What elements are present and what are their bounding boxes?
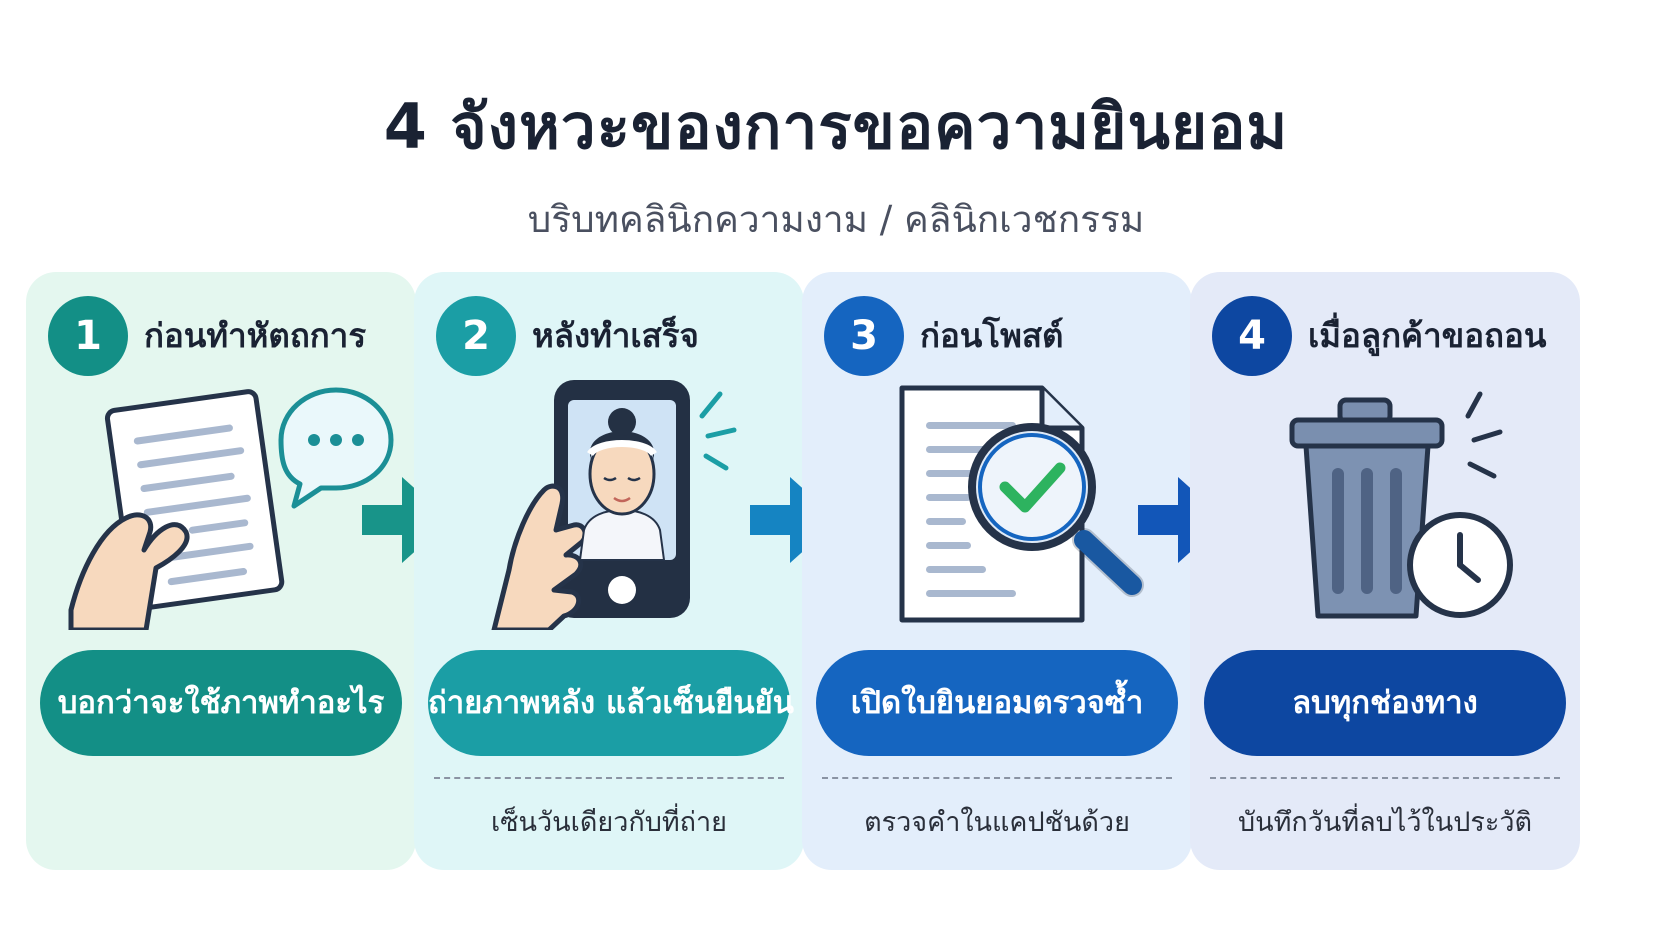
step-illustration-1 bbox=[68, 387, 394, 630]
step-number-1: 1 bbox=[48, 296, 128, 376]
step-header-2: 2 หลังทำเสร็จ bbox=[436, 296, 796, 376]
page-title: 4 จังหวะของการขอความยินยอม bbox=[383, 90, 1289, 163]
step-title-1: ก่อนทำหัตถการ bbox=[144, 316, 367, 355]
step-number-2: 2 bbox=[436, 296, 516, 376]
hand-holding-document-icon bbox=[68, 389, 285, 630]
face-photo-icon bbox=[578, 408, 666, 561]
step-title-4: เมื่อลูกค้าขอถอน bbox=[1308, 316, 1547, 355]
arrow-right-icon bbox=[362, 477, 450, 563]
step-header-3: 3 ก่อนโพสต์ bbox=[824, 296, 1184, 376]
step-card-4: 4 เมื่อลูกค้าขอถอน ลบทุกช่องทาง บันทึกวั… bbox=[1190, 272, 1580, 870]
step-number-3: 3 bbox=[824, 296, 904, 376]
step-note-3: ตรวจคำในแคปชันด้วย bbox=[864, 807, 1130, 838]
arrow-right-icon bbox=[750, 477, 838, 563]
step-number-4: 4 bbox=[1212, 296, 1292, 376]
trash-can-icon bbox=[1289, 397, 1445, 619]
speech-bubble-icon bbox=[278, 387, 394, 509]
sparkle-lines-icon bbox=[699, 391, 737, 471]
step-divider-4 bbox=[1210, 777, 1560, 779]
step-action-2: ถ่ายภาพหลัง แล้วเซ็นยืนยัน bbox=[428, 650, 794, 756]
step-note-4: บันทึกวันที่ลบไว้ในประวัติ bbox=[1237, 807, 1533, 838]
step-title-2: หลังทำเสร็จ bbox=[532, 316, 699, 355]
step-card-2: 2 หลังทำเสร็จ ถ่ายภาพหลัง แล้วเซ็นยืนยัน… bbox=[414, 272, 804, 870]
magnifier-check-icon bbox=[968, 423, 1144, 597]
step-action-1: บอกว่าจะใช้ภาพทำอะไร bbox=[40, 650, 402, 756]
step-note-2: เซ็นวันเดียวกับที่ถ่าย bbox=[491, 807, 727, 838]
step-action-4: ลบทุกช่องทาง bbox=[1204, 650, 1566, 756]
step-header-1: 1 ก่อนทำหัตถการ bbox=[48, 296, 408, 376]
step-illustration-4 bbox=[1289, 391, 1513, 619]
step-card-3: 3 ก่อนโพสต์ เปิดใบยินยอมตรวจซ้ำ ตรวจคำใน… bbox=[802, 272, 1192, 870]
step-card-1: 1 ก่อนทำหัตถการ บอกว่าจะใช้ภาพทำอะไร bbox=[26, 272, 416, 870]
step-illustration-2 bbox=[491, 380, 737, 630]
clock-icon bbox=[1407, 512, 1513, 618]
step-divider-2 bbox=[434, 777, 784, 779]
page-subtitle: บริบทคลินิกความงาม / คลินิกเวชกรรม bbox=[527, 198, 1145, 241]
step-action-3: เปิดใบยินยอมตรวจซ้ำ bbox=[816, 650, 1178, 756]
step-divider-3 bbox=[822, 777, 1172, 779]
hand-holding-phone-icon bbox=[491, 380, 690, 630]
step-header-4: 4 เมื่อลูกค้าขอถอน bbox=[1212, 296, 1572, 376]
arrow-right-icon bbox=[1138, 477, 1226, 563]
step-title-3: ก่อนโพสต์ bbox=[920, 316, 1064, 355]
sparkle-lines-icon bbox=[1465, 391, 1503, 479]
step-illustration-3 bbox=[899, 385, 1144, 623]
